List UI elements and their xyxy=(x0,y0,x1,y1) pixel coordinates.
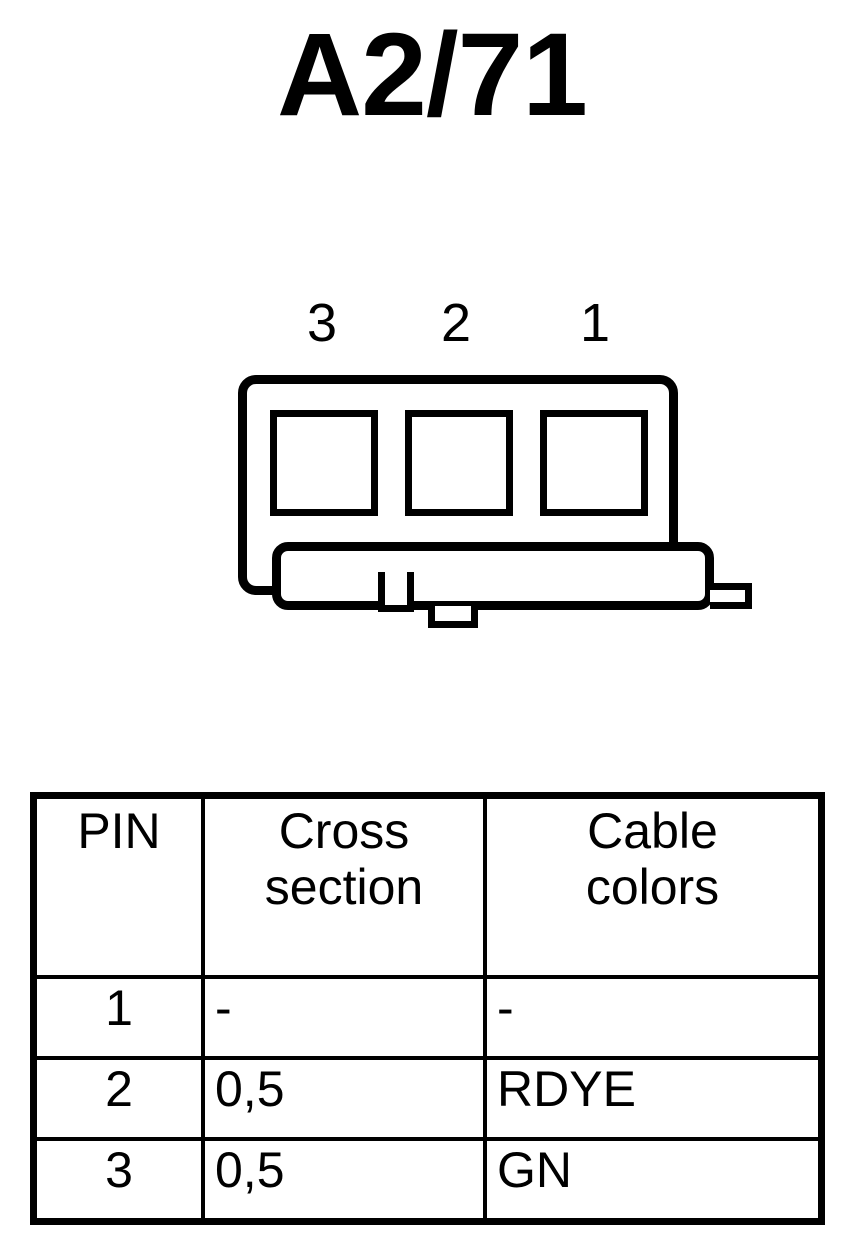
connector-cavity-2 xyxy=(405,410,513,516)
table-row: 3 0,5 GN xyxy=(37,1137,818,1218)
cell-cross-section: 0,5 xyxy=(201,1137,487,1218)
connector-pin-label-2: 2 xyxy=(440,293,472,353)
connector-pin-label-1: 1 xyxy=(579,293,611,353)
connector-flange-notch xyxy=(378,572,414,612)
table-row: 2 0,5 RDYE xyxy=(37,1056,818,1141)
cell-cross-section: 0,5 xyxy=(201,1056,487,1141)
table-header-row: PIN Cross section Cable colors xyxy=(37,799,818,979)
column-header-cable-colors: Cable colors xyxy=(483,799,818,979)
column-header-cable-colors-line2: colors xyxy=(585,859,720,915)
cell-cable-colors: RDYE xyxy=(483,1056,818,1141)
column-header-cable-colors-line1: Cable xyxy=(587,803,718,859)
connector-flange-outline xyxy=(272,542,714,610)
cell-pin: 3 xyxy=(37,1137,205,1218)
column-header-cross-section-line2: section xyxy=(264,859,424,915)
column-header-cross-section-line1: Cross xyxy=(278,803,410,859)
connector-cavity-1 xyxy=(540,410,648,516)
connector-diagram: 3 2 1 xyxy=(0,280,864,650)
cell-cross-section: - xyxy=(201,975,487,1060)
connector-cavity-3 xyxy=(270,410,378,516)
table-row: 1 - - xyxy=(37,975,818,1060)
cell-cable-colors: GN xyxy=(483,1137,818,1218)
page-title: A2/71 xyxy=(277,9,588,141)
column-header-pin: PIN xyxy=(37,799,205,979)
connector-pin-label-3: 3 xyxy=(306,293,338,353)
cell-pin: 1 xyxy=(37,975,205,1060)
connector-flange-side-tab xyxy=(710,583,752,609)
pinout-table: PIN Cross section Cable colors 1 - - 2 0… xyxy=(30,792,825,1225)
connector-flange-bottom-tab xyxy=(428,606,478,628)
cell-cable-colors: - xyxy=(483,975,818,1060)
column-header-cross-section: Cross section xyxy=(201,799,487,979)
cell-pin: 2 xyxy=(37,1056,205,1141)
